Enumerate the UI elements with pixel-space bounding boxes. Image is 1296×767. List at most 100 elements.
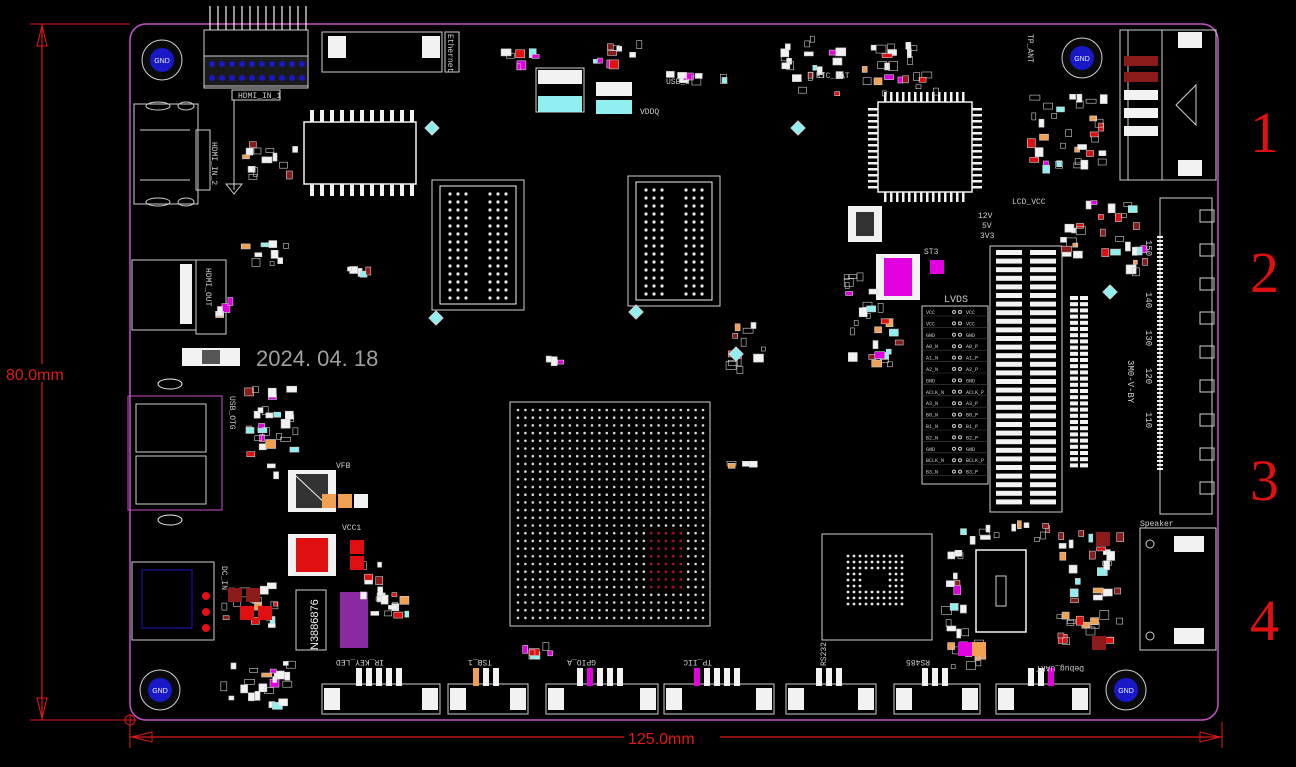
bga-ball bbox=[546, 454, 549, 458]
bga-ball bbox=[590, 539, 594, 543]
bga-ball bbox=[686, 447, 690, 450]
pad bbox=[1080, 339, 1088, 344]
lvds-pin-dot bbox=[952, 355, 956, 360]
connector-pin bbox=[577, 668, 583, 686]
bga-ball bbox=[694, 570, 697, 573]
passive bbox=[877, 302, 884, 313]
bga-ball bbox=[649, 447, 653, 450]
bga-ball bbox=[657, 616, 660, 620]
mounting-hole-pad bbox=[148, 678, 172, 702]
lvds-pin-dot bbox=[958, 355, 962, 360]
qfp-pin bbox=[908, 92, 911, 102]
connector-pin bbox=[826, 668, 832, 686]
header-pad bbox=[1030, 275, 1056, 281]
ball bbox=[464, 264, 468, 268]
passive bbox=[665, 71, 675, 78]
bga-ball bbox=[605, 547, 609, 550]
tick-120: 120 bbox=[1143, 368, 1153, 384]
passive bbox=[877, 61, 887, 69]
bga-ball bbox=[590, 431, 594, 435]
height-dimension-label: 80.0mm bbox=[6, 367, 64, 384]
ball bbox=[456, 280, 460, 284]
passive bbox=[742, 460, 750, 467]
header-pad bbox=[996, 301, 1022, 307]
bga-ball bbox=[575, 608, 579, 612]
passive bbox=[391, 592, 398, 597]
pad-column bbox=[1070, 296, 1088, 468]
speaker-connector bbox=[1139, 527, 1217, 651]
passive bbox=[945, 619, 952, 627]
bga-ball bbox=[538, 454, 542, 458]
bga-ball bbox=[583, 493, 586, 497]
bga-ball bbox=[679, 501, 683, 504]
bga-ball bbox=[546, 478, 549, 481]
bga-ball bbox=[858, 596, 862, 600]
bga-ball bbox=[598, 539, 601, 543]
bga-ball bbox=[568, 570, 572, 573]
passive bbox=[816, 66, 823, 75]
bga-ball bbox=[642, 539, 646, 543]
fpc-tab bbox=[1199, 481, 1215, 495]
bga-ball bbox=[583, 539, 586, 543]
pad bbox=[1080, 407, 1088, 412]
bga-ball bbox=[657, 516, 660, 520]
ball bbox=[692, 276, 696, 280]
pad bbox=[1070, 345, 1078, 350]
bga-ball bbox=[679, 570, 683, 573]
pad bbox=[1070, 370, 1078, 375]
ball bbox=[692, 204, 696, 208]
passive bbox=[245, 427, 255, 434]
bga-ball bbox=[858, 584, 862, 588]
passive bbox=[1072, 242, 1079, 248]
bga-ball bbox=[598, 462, 601, 466]
bga-ball bbox=[649, 408, 653, 412]
bga-ball bbox=[605, 562, 609, 566]
passive bbox=[677, 72, 687, 79]
passive bbox=[286, 170, 293, 180]
lvds-pin-dot bbox=[958, 469, 962, 474]
bga-ball bbox=[531, 416, 535, 420]
lvds-pin-name: B3_N bbox=[926, 470, 938, 476]
bga-ball bbox=[590, 416, 594, 420]
bga-ball bbox=[561, 601, 564, 604]
bga-ball bbox=[694, 454, 697, 458]
hdmi-in-2-connector bbox=[133, 101, 211, 207]
bga-ball bbox=[575, 516, 579, 520]
passive bbox=[1142, 257, 1148, 266]
bga-ball bbox=[546, 539, 549, 543]
passive bbox=[894, 339, 904, 346]
ic-pin bbox=[320, 110, 324, 122]
ic-pin bbox=[350, 184, 354, 196]
bga-ball bbox=[612, 539, 616, 543]
bga-ball bbox=[598, 578, 601, 581]
dc-in-connector bbox=[131, 561, 215, 641]
bga-ball bbox=[870, 554, 874, 558]
ball bbox=[700, 276, 704, 280]
ball bbox=[692, 260, 696, 264]
passive bbox=[932, 87, 939, 96]
connector-pin bbox=[493, 668, 499, 686]
qfp-pin bbox=[926, 92, 929, 102]
passive bbox=[270, 601, 279, 610]
ball bbox=[488, 192, 492, 196]
passive bbox=[873, 77, 883, 86]
bga-ball bbox=[568, 531, 572, 535]
bga-ball bbox=[590, 454, 594, 458]
passive bbox=[1068, 539, 1074, 549]
diamond-part bbox=[728, 346, 744, 362]
connector-pin bbox=[942, 668, 948, 686]
passive bbox=[272, 676, 278, 683]
ball bbox=[660, 188, 664, 192]
qfp-pin bbox=[896, 192, 899, 202]
passive bbox=[736, 366, 744, 374]
bga-ball bbox=[672, 570, 675, 573]
bga-ball bbox=[664, 516, 668, 520]
bga-ball bbox=[679, 485, 683, 489]
lvds-pin-dot bbox=[958, 389, 962, 394]
bga-ball bbox=[642, 516, 646, 520]
ball bbox=[692, 220, 696, 224]
bga-ball bbox=[553, 408, 557, 412]
bga-ball bbox=[620, 593, 623, 597]
bga-ball bbox=[598, 454, 601, 458]
bga-ball bbox=[605, 616, 609, 620]
